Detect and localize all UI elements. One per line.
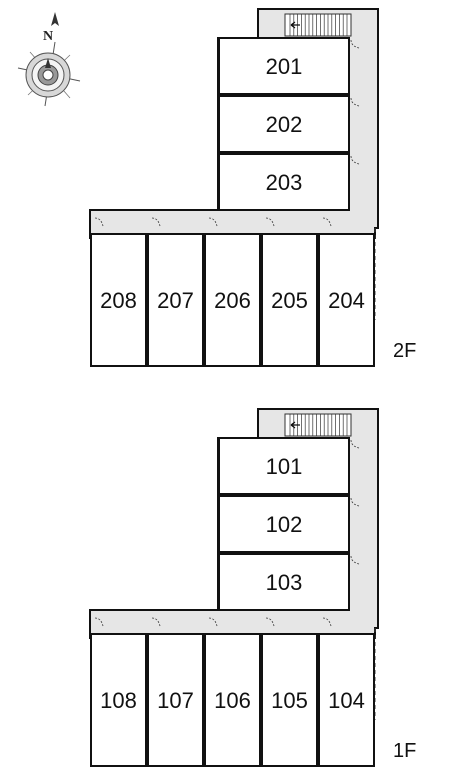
door-swing-icon — [208, 217, 218, 227]
room-number: 208 — [100, 288, 137, 313]
compass-icon — [17, 12, 81, 107]
room-202: 202 — [218, 95, 350, 153]
door-swing-icon — [208, 617, 218, 627]
room-number: 205 — [271, 288, 308, 313]
floor-label: 2F — [393, 340, 416, 362]
door-swing-icon — [265, 617, 275, 627]
floor-1f: 101 102 103 108 107 106 105 104 1F — [89, 408, 416, 767]
door-swing-icon — [322, 617, 332, 627]
room-106: 106 — [204, 633, 261, 767]
door-swing-icon — [265, 217, 275, 227]
room-number: 105 — [271, 688, 308, 713]
room-108: 108 — [90, 633, 147, 767]
room-208: 208 — [90, 233, 147, 367]
room-number: 203 — [266, 170, 303, 195]
door-swing-icon — [94, 217, 104, 227]
room-number: 206 — [214, 288, 251, 313]
room-201: 201 — [218, 37, 350, 95]
room-number: 207 — [157, 288, 194, 313]
room-101: 101 — [218, 437, 350, 495]
room-206: 206 — [204, 233, 261, 367]
floor-label: 1F — [393, 740, 416, 762]
floor-2f: 201 202 203 208 207 206 205 204 2F — [89, 8, 416, 367]
door-swing-icon — [94, 617, 104, 627]
room-number: 108 — [100, 688, 137, 713]
room-102: 102 — [218, 495, 350, 553]
room-104: 104 — [318, 633, 375, 767]
door-swing-icon — [350, 439, 360, 449]
door-swing-icon — [151, 217, 161, 227]
room-204: 204 — [318, 233, 375, 367]
door-swing-icon — [350, 555, 360, 565]
compass-north-label: N — [43, 29, 53, 44]
room-number: 201 — [266, 54, 303, 79]
door-swing-icon — [350, 97, 360, 107]
room-205: 205 — [261, 233, 318, 367]
door-swing-icon — [322, 217, 332, 227]
room-number: 107 — [157, 688, 194, 713]
room-105: 105 — [261, 633, 318, 767]
room-number: 202 — [266, 112, 303, 137]
room-207: 207 — [147, 233, 204, 367]
room-107: 107 — [147, 633, 204, 767]
door-swing-icon — [350, 39, 360, 49]
stair-arrow-icon — [290, 421, 300, 429]
staircase — [284, 413, 352, 437]
door-swing-icon — [350, 155, 360, 165]
compass: N — [17, 12, 81, 107]
door-swing-icon — [151, 617, 161, 627]
room-number: 103 — [266, 570, 303, 595]
room-203: 203 — [218, 153, 350, 211]
room-number: 204 — [328, 288, 365, 313]
room-number: 102 — [266, 512, 303, 537]
room-number: 106 — [214, 688, 251, 713]
stair-arrow-icon — [290, 21, 300, 29]
room-number: 104 — [328, 688, 365, 713]
staircase — [284, 13, 352, 37]
room-number: 101 — [266, 454, 303, 479]
room-103: 103 — [218, 553, 350, 611]
door-swing-icon — [350, 497, 360, 507]
